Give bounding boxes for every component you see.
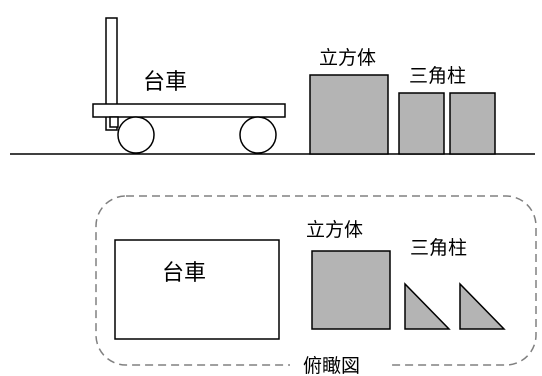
prism-label-top: 三角柱 (410, 237, 467, 259)
cube-label-top: 立方体 (306, 219, 363, 241)
prism-side-2 (449, 92, 496, 155)
title-gap (290, 355, 390, 376)
cube-label-side: 立方体 (319, 47, 376, 69)
cart-wheel-left (117, 116, 155, 154)
cart-bracket (109, 116, 119, 128)
cart-label-top: 台車 (162, 261, 206, 286)
cart-side (92, 17, 286, 154)
prism-label-side: 三角柱 (409, 65, 466, 87)
cube-side (309, 74, 389, 155)
cube-top (311, 250, 391, 330)
side-view: 台車 立方体 三角柱 (10, 17, 535, 155)
prism-top-2 (459, 282, 506, 330)
cart-deck (92, 103, 286, 118)
prism-top-1 (404, 282, 451, 330)
top-view: 俯瞰図 台車 立方体 三角柱 (95, 195, 537, 376)
top-view-title: 俯瞰図 (303, 355, 360, 376)
cart-label-side: 台車 (143, 70, 187, 95)
cart-top (114, 239, 280, 340)
prism-side-1 (398, 92, 445, 155)
cart-handle (105, 17, 118, 131)
cart-wheel-right (239, 116, 277, 154)
